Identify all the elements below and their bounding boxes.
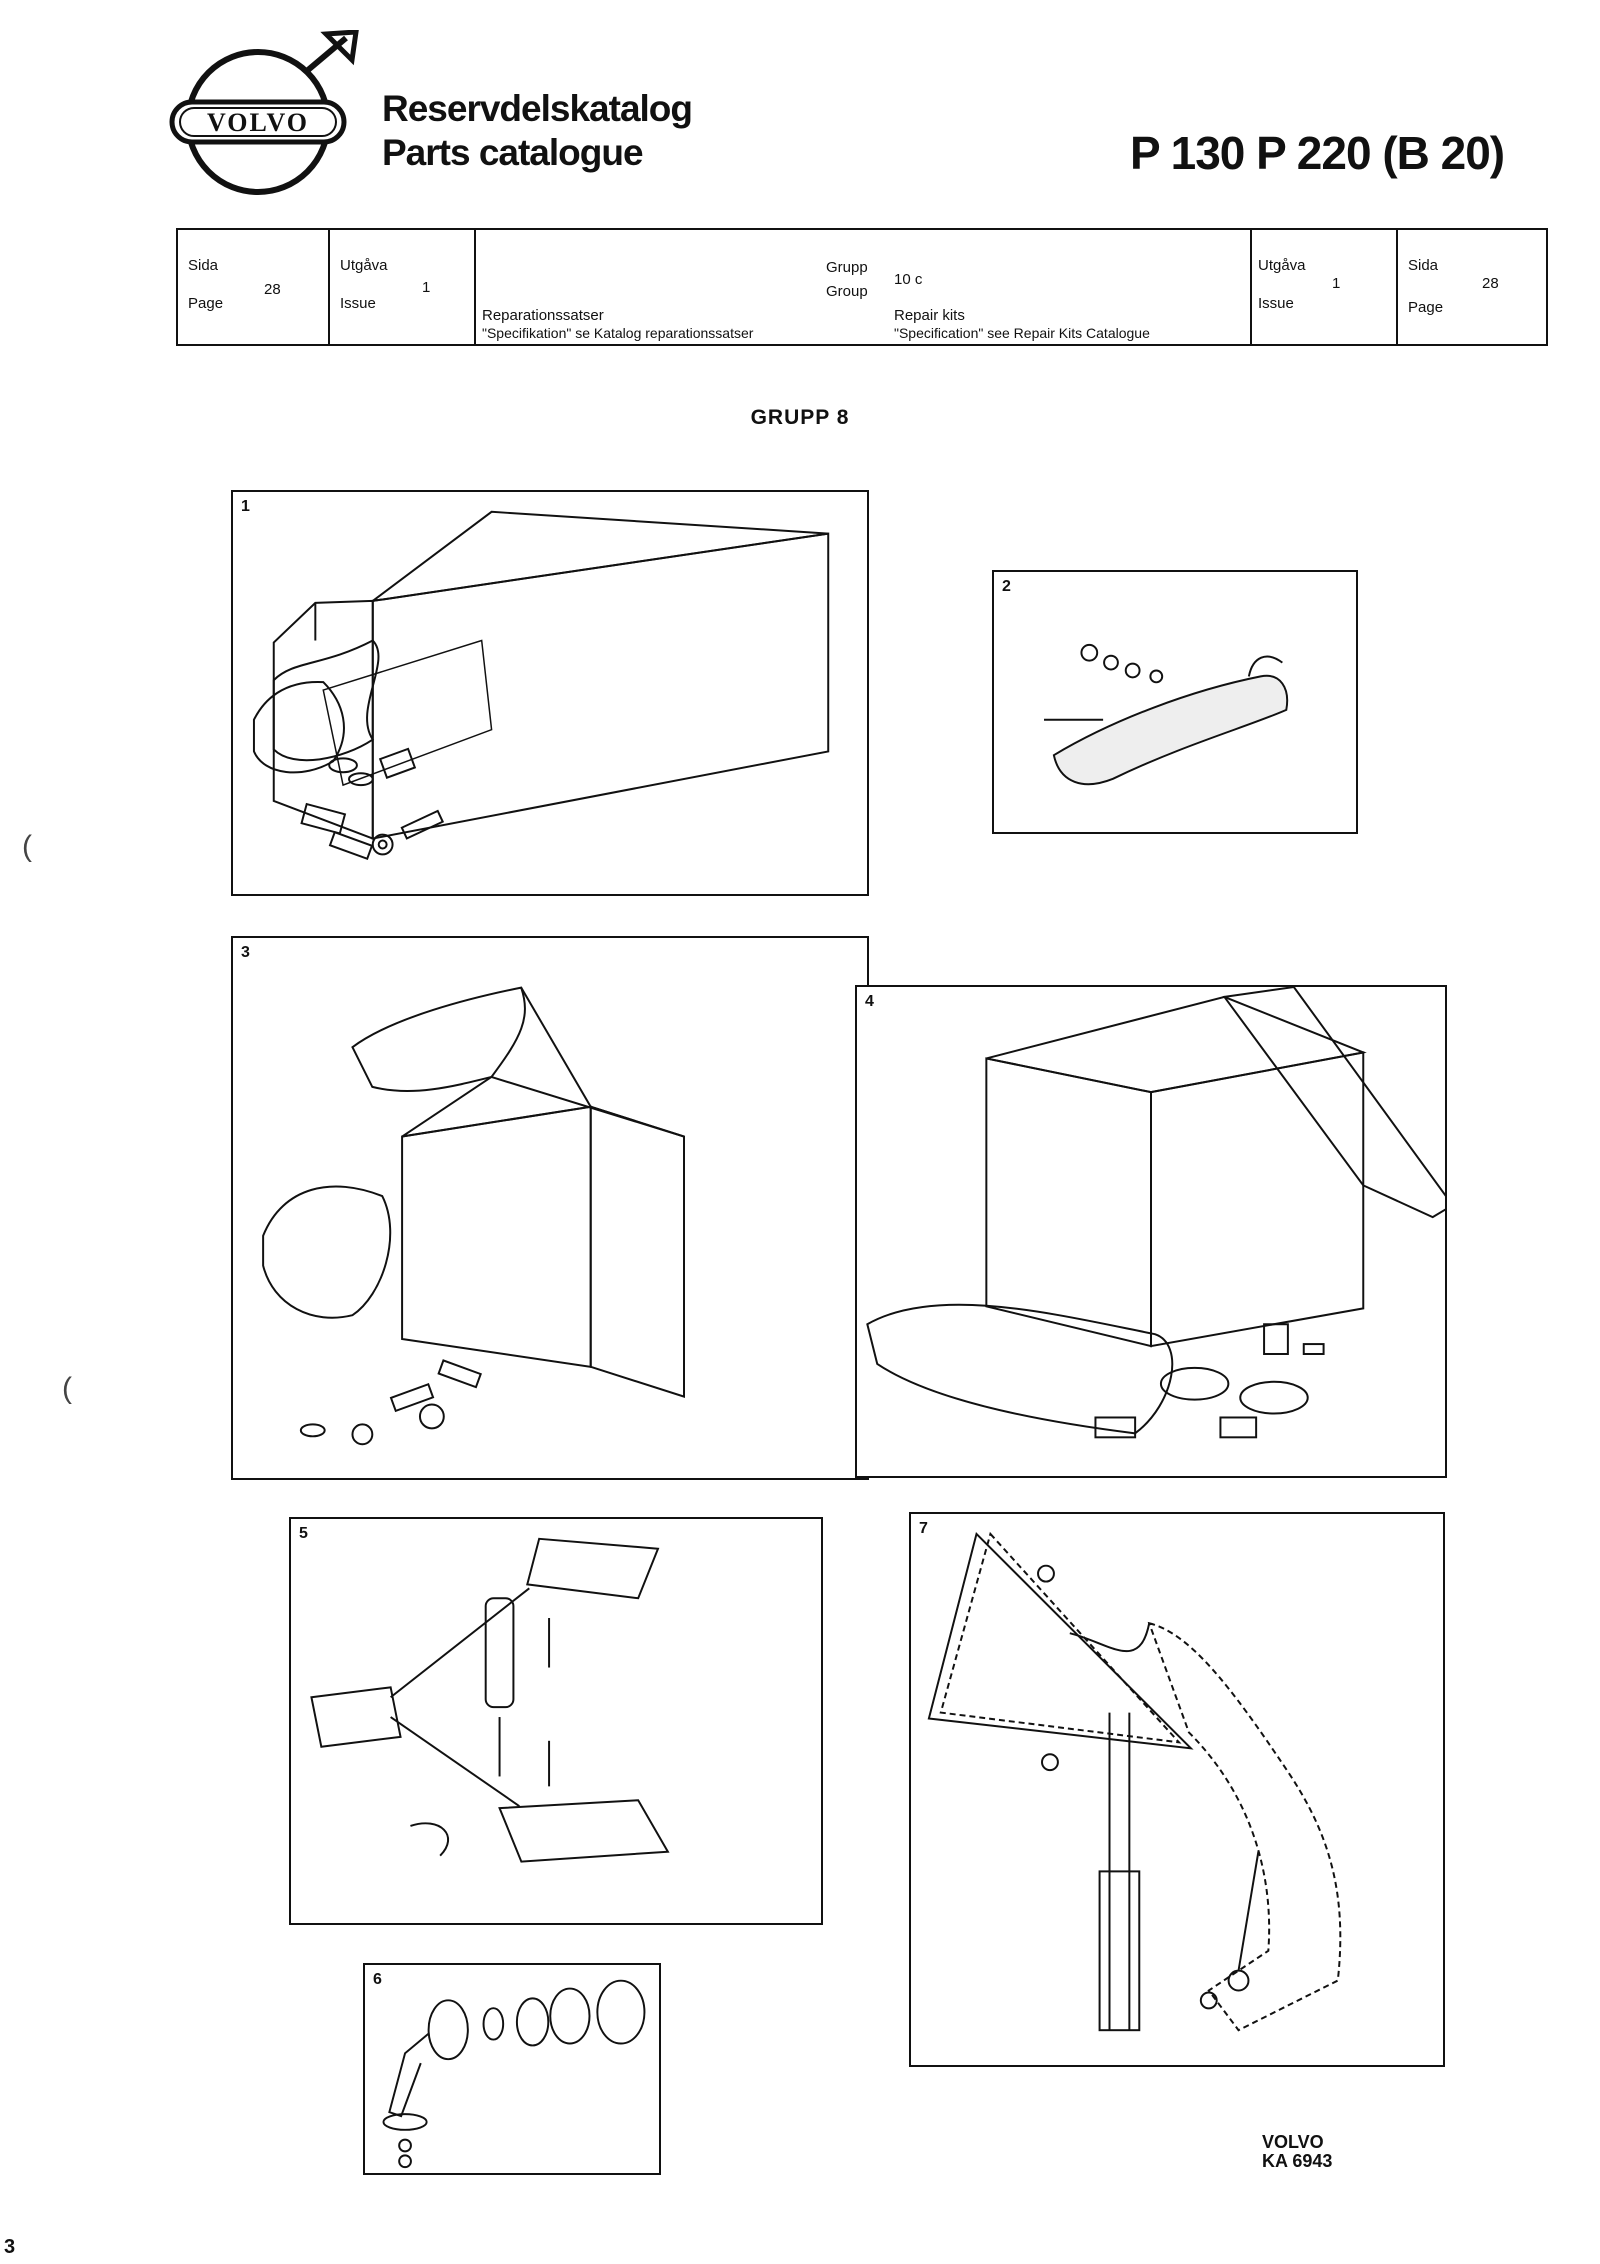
footer-code: KA 6943: [1262, 2150, 1333, 2171]
small-parts: [300, 747, 445, 861]
open-box-kit-illustration: [262, 986, 685, 1446]
figure-number: 1: [241, 498, 250, 515]
sida-label: Sida: [188, 257, 219, 274]
description-english: Repair kits: [894, 307, 965, 324]
utgava-label: Utgåva: [340, 257, 388, 274]
figure-number: 4: [865, 993, 874, 1010]
figure-panel-7: 7: [909, 1512, 1445, 2067]
footer-brand: VOLVO: [1262, 2132, 1324, 2152]
page-label-right: Page: [1408, 299, 1444, 316]
catalog-info-table: Sida 28 Page Utgåva 1 Issue Grupp 10 c G…: [176, 228, 1548, 346]
issue-number: 1: [422, 279, 431, 296]
figure-panel-5: 5: [289, 1517, 823, 1925]
page-number: 28: [264, 281, 281, 298]
page-label: Page: [188, 295, 224, 312]
spring-mounting-kit-illustration: [310, 1537, 670, 1863]
group-label: Group: [826, 283, 868, 300]
specification-swedish: "Specifikation" se Katalog reparationssa…: [482, 325, 754, 341]
grupp-label: Grupp: [826, 259, 868, 276]
page-cell-left: Sida 28 Page: [178, 230, 330, 344]
group-description-cell: Grupp 10 c Group Reparationssatser "Spec…: [476, 230, 1252, 344]
volvo-logo: VOLVO: [168, 29, 368, 208]
issue-number-right: 1: [1332, 275, 1341, 292]
issue-label: Issue: [340, 295, 376, 312]
mirror-kit-illustration: [382, 1979, 646, 2169]
svg-text:VOLVO: VOLVO: [207, 108, 309, 137]
page-cell-right: Sida 28 Page: [1398, 230, 1546, 344]
figure-number: 2: [1002, 578, 1011, 595]
section-title: GRUPP 8: [750, 406, 850, 429]
binder-mark: (: [22, 830, 32, 863]
issue-label-right: Issue: [1258, 295, 1294, 312]
utgava-label-right: Utgåva: [1258, 257, 1306, 274]
specification-english: "Specification" see Repair Kits Catalogu…: [894, 325, 1150, 341]
footer-catalog-code: VOLVO KA 6943: [1262, 2133, 1332, 2171]
figure-number: 3: [241, 944, 250, 961]
binder-mark: (: [62, 1372, 72, 1405]
figure-number: 5: [299, 1525, 308, 1542]
figure-number: 6: [373, 1971, 382, 1988]
description-swedish: Reparationssatser: [482, 307, 604, 324]
catalog-title-english: Parts catalogue: [382, 132, 644, 173]
catalog-title-swedish: Reservdelskatalog: [382, 88, 693, 129]
figure-number: 7: [919, 1520, 928, 1537]
model-designation: P 130 P 220 (B 20): [1130, 127, 1505, 179]
page-corner-number: 3: [4, 2236, 16, 2258]
figure-panel-2: 2: [992, 570, 1358, 834]
small-parts: [1094, 1323, 1325, 1439]
figure-panel-3: 3: [231, 936, 869, 1480]
issue-cell-left: Utgåva 1 Issue: [330, 230, 476, 344]
grab-handle-illustration: [1044, 643, 1289, 786]
sida-label-right: Sida: [1408, 257, 1439, 274]
quarter-window-kit-illustration: [927, 1531, 1342, 2032]
small-parts: [299, 1359, 482, 1446]
issue-cell-right: Utgåva 1 Issue: [1252, 230, 1398, 344]
boxed-kit-illustration: [866, 987, 1445, 1439]
figure-panel-1: 1: [231, 490, 869, 896]
figure-panel-4: 4: [855, 985, 1447, 1478]
page-number-right: 28: [1482, 275, 1499, 292]
figure-panel-6: 6: [363, 1963, 661, 2175]
repair-kit-box-illustration: [252, 510, 830, 861]
group-number: 10 c: [894, 271, 923, 288]
